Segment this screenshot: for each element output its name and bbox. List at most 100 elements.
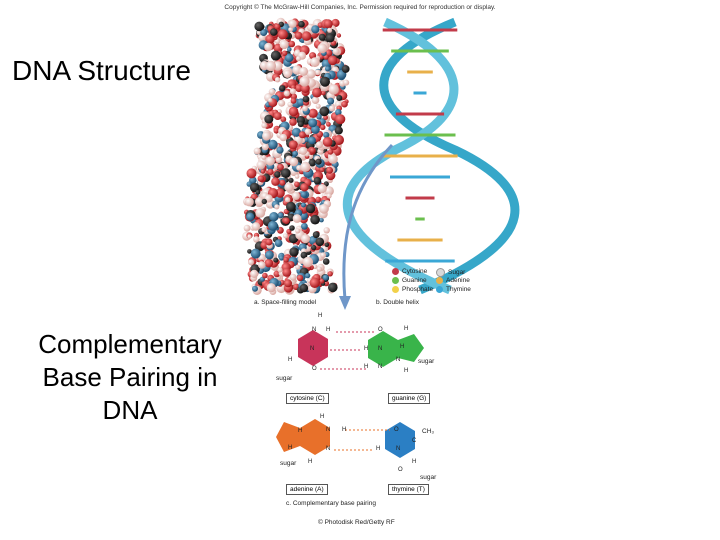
- atom-sphere: [294, 84, 303, 93]
- adenine-label-box: adenine (A): [286, 484, 328, 495]
- atom-n: N: [326, 427, 331, 433]
- thymine-ring: [385, 422, 415, 458]
- atom-sphere: [322, 274, 329, 281]
- atom-sphere: [317, 184, 327, 194]
- atom-sphere: [288, 40, 296, 48]
- atom-sphere: [260, 169, 266, 174]
- section-title-line-3: DNA: [102, 395, 158, 425]
- atom-o: O: [312, 366, 317, 372]
- atom-sphere: [320, 76, 330, 87]
- legend-phosphate: Phosphate: [392, 286, 433, 293]
- atom-sphere: [251, 222, 261, 231]
- atom-sphere: [310, 214, 320, 225]
- atom-sphere: [335, 114, 346, 125]
- atom-sphere: [279, 179, 286, 186]
- atom-sphere: [265, 250, 274, 260]
- atom-sphere: [277, 212, 284, 219]
- atom-sphere: [301, 31, 312, 41]
- atom-sphere: [265, 156, 275, 166]
- atom-sphere: [287, 101, 293, 108]
- atom-sphere: [261, 122, 268, 129]
- methyl-label: CH₃: [422, 428, 435, 435]
- atom-sphere: [295, 228, 301, 234]
- atom-sphere: [286, 228, 292, 235]
- atom-sphere: [343, 79, 350, 86]
- atom-n: N: [326, 446, 331, 452]
- atom-sphere: [247, 249, 252, 254]
- atom-sphere: [268, 139, 278, 150]
- atom-sphere: [325, 66, 331, 72]
- panel-a-label: a. Space-filling model: [254, 299, 317, 306]
- atom-sphere: [315, 103, 321, 109]
- phosphate-icon: [392, 286, 399, 293]
- cytosine-ring: [298, 330, 328, 366]
- space-filling-model: [242, 17, 350, 295]
- atom-sphere: [274, 38, 281, 44]
- atom-sphere: [267, 97, 273, 103]
- atom-sphere: [280, 116, 287, 123]
- atom-h: H: [320, 414, 325, 420]
- atom-sphere: [265, 60, 277, 72]
- atom-sphere: [274, 171, 281, 178]
- atom-sphere: [319, 217, 324, 223]
- atom-sphere: [302, 95, 310, 103]
- atom-sphere: [328, 282, 338, 293]
- atom-sphere: [312, 264, 318, 270]
- atom-n: N: [310, 346, 315, 352]
- atom-sphere: [299, 76, 310, 87]
- section-title-line-1: Complementary: [38, 329, 222, 359]
- atom-n: N: [396, 357, 401, 363]
- atom-h: H: [318, 313, 323, 319]
- atom-sphere: [267, 168, 274, 176]
- atom-sphere: [264, 258, 274, 268]
- atom-sphere: [270, 50, 281, 61]
- atom-h: H: [400, 344, 405, 350]
- atom-sphere: [280, 168, 291, 179]
- atom-sphere: [304, 137, 309, 143]
- atom-sphere: [286, 201, 296, 212]
- atom-sphere: [249, 182, 260, 193]
- atom-sphere: [247, 234, 252, 239]
- panel-c-label: c. Complementary base pairing: [286, 500, 376, 507]
- atom-sphere: [320, 124, 326, 130]
- atom-sphere: [246, 212, 255, 221]
- atom-sphere: [297, 121, 304, 128]
- atom-sphere: [289, 118, 297, 126]
- atom-sphere: [323, 227, 330, 234]
- atom-h: H: [404, 368, 409, 374]
- atom-sphere: [253, 236, 260, 243]
- atom-sphere: [301, 202, 306, 208]
- atom-sphere: [256, 160, 266, 170]
- atom-sphere: [300, 190, 308, 198]
- atom-sphere: [277, 163, 284, 171]
- atom-sphere: [264, 42, 273, 52]
- atom-sphere: [324, 186, 334, 196]
- atom-sphere: [288, 177, 294, 183]
- atom-sphere: [309, 147, 316, 154]
- atom-h: H: [308, 459, 313, 465]
- atom-sphere: [300, 161, 311, 172]
- atom-sphere: [261, 227, 267, 233]
- atom-sphere: [334, 126, 343, 135]
- atom-sphere: [308, 118, 318, 128]
- atom-sphere: [261, 143, 269, 151]
- atom-h: H: [364, 364, 369, 370]
- atom-sphere: [253, 147, 261, 155]
- atom-sphere: [277, 267, 283, 273]
- cytosine-icon: [392, 268, 399, 275]
- atom-sphere: [319, 106, 330, 117]
- atom-sphere: [323, 131, 330, 139]
- atom-sphere: [317, 43, 328, 54]
- atom-n: N: [396, 446, 401, 452]
- atom-sphere: [322, 258, 330, 265]
- atom-sphere: [292, 214, 302, 223]
- atom-sphere: [273, 128, 279, 134]
- atom-sphere: [277, 29, 288, 40]
- cytosine-label-box: cytosine (C): [286, 393, 329, 404]
- atom-sphere: [299, 66, 309, 76]
- atom-sphere: [328, 84, 339, 95]
- atom-sphere: [290, 97, 297, 104]
- atom-sphere: [288, 19, 297, 28]
- atom-sphere: [341, 65, 350, 73]
